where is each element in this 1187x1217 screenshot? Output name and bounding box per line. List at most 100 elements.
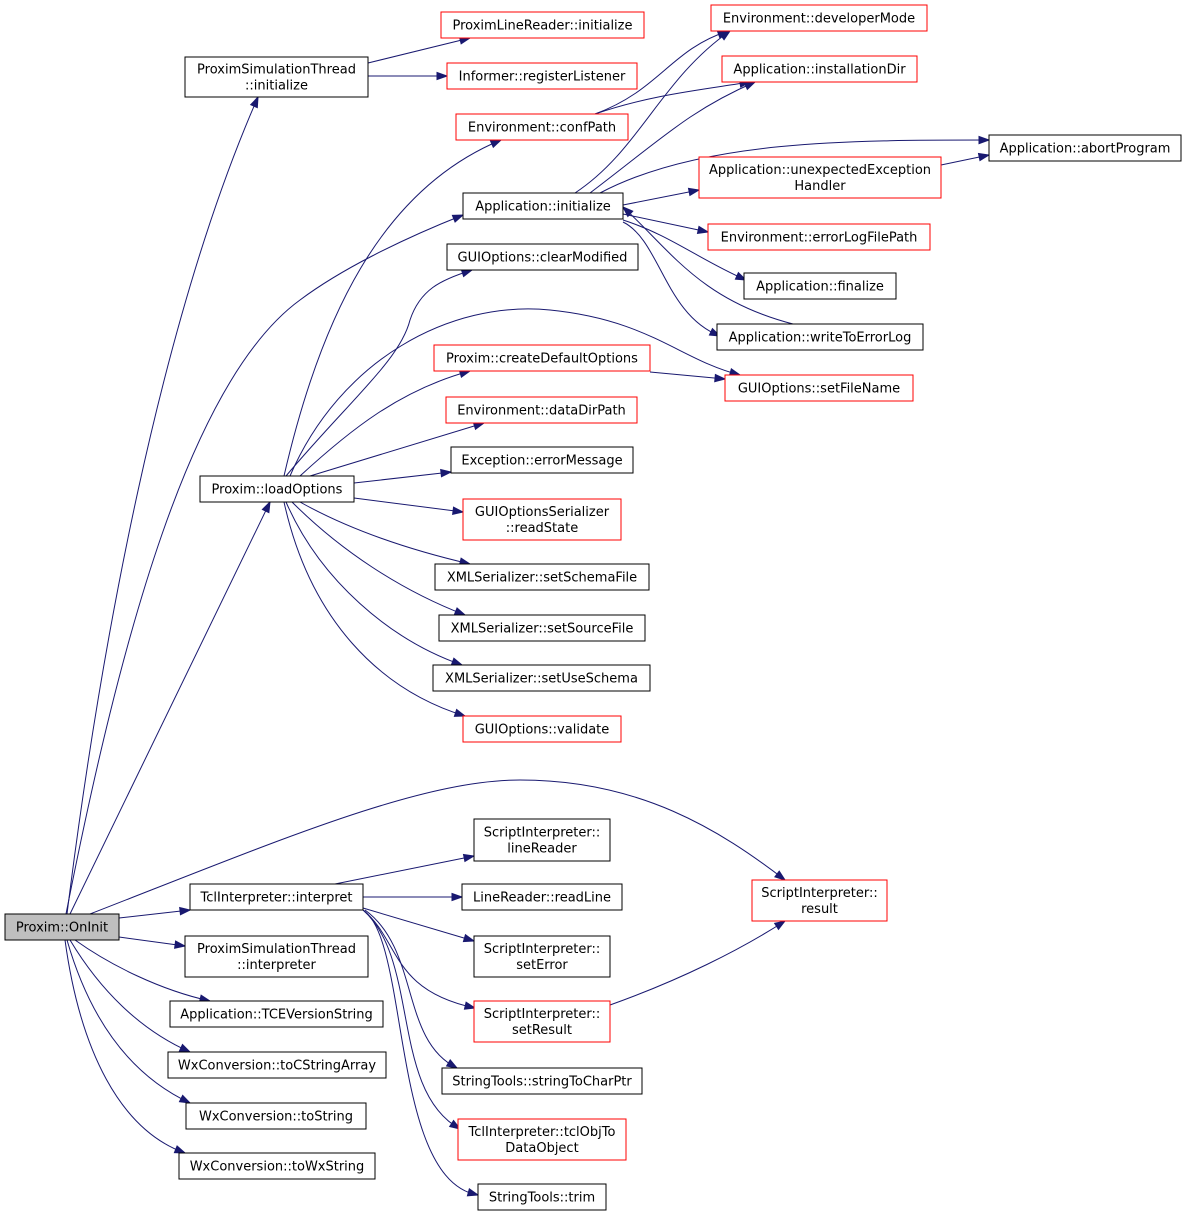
node-label: Proxim::OnInit: [16, 921, 108, 936]
node-setSchemaFile[interactable]: XMLSerializer::setSchemaFile: [434, 563, 650, 591]
node-clearModified[interactable]: GUIOptions::clearModified: [446, 243, 639, 271]
node-setSourceFile[interactable]: XMLSerializer::setSourceFile: [438, 614, 646, 642]
node-proximThreadInit[interactable]: ProximSimulationThread::initialize: [184, 56, 369, 98]
node-setResult[interactable]: ScriptInterpreter::setResult: [473, 1000, 611, 1043]
node-stringToCharPtr[interactable]: StringTools::stringToCharPtr: [441, 1067, 643, 1095]
edge-line: [69, 501, 271, 915]
edge-tclInterpret-to-tclObjToDataObject: [362, 909, 462, 1130]
node-errorMessage[interactable]: Exception::errorMessage: [450, 446, 634, 474]
node-label: Proxim::loadOptions: [212, 483, 343, 498]
node-box: [446, 62, 638, 90]
node-readState[interactable]: GUIOptionsSerializer::readState: [462, 498, 622, 541]
edge-line: [283, 139, 502, 477]
edge-createDefaultOptions-to-setFileName: [649, 371, 727, 383]
edge-line: [118, 936, 186, 947]
edge-line: [285, 269, 473, 477]
node-loadOptions[interactable]: Proxim::loadOptions: [199, 475, 355, 503]
edge-onInit-to-loadOptions: [69, 500, 271, 915]
edge-line: [353, 471, 452, 484]
node-box: [462, 192, 624, 220]
arrowhead-icon: [462, 853, 476, 863]
node-abortProgram[interactable]: Application::abortProgram: [988, 134, 1182, 162]
node-toWxString[interactable]: WxConversion::toWxString: [178, 1152, 376, 1180]
node-label: WxConversion::toWxString: [190, 1160, 365, 1175]
node-label: DataObject: [505, 1141, 578, 1156]
node-lineReader[interactable]: ScriptInterpreter::lineReader: [473, 818, 611, 862]
node-lineReaderInit[interactable]: ProximLineReader::initialize: [440, 11, 645, 39]
node-createDefaultOptions[interactable]: Proxim::createDefaultOptions: [433, 344, 651, 372]
node-label: Environment::confPath: [468, 121, 616, 136]
edge-loadOptions-to-setSourceFile: [291, 501, 467, 616]
edge-onInit-to-toWxString: [64, 939, 187, 1154]
edge-loadOptions-to-createDefaultOptions: [299, 369, 472, 477]
node-writeToErrorLog[interactable]: Application::writeToErrorLog: [716, 323, 924, 351]
node-threadInterpreter[interactable]: ProximSimulationThread::interpreter: [184, 935, 369, 978]
node-setError[interactable]: ScriptInterpreter::setError: [473, 935, 611, 978]
node-box: [462, 498, 622, 541]
arrowhead-icon: [173, 1145, 187, 1154]
edge-onInit-to-result: [89, 779, 787, 915]
node-label: XMLSerializer::setUseSchema: [445, 672, 638, 687]
edge-line: [66, 96, 259, 915]
node-onInit: Proxim::OnInit: [4, 913, 120, 941]
node-box: [473, 1000, 611, 1043]
node-label: ScriptInterpreter::: [761, 886, 878, 901]
node-registerListener[interactable]: Informer::registerListener: [446, 62, 638, 90]
node-installationDir[interactable]: Application::installationDir: [721, 55, 918, 83]
arrowhead-icon: [453, 708, 467, 717]
node-confPath[interactable]: Environment::confPath: [455, 113, 629, 141]
node-box: [446, 243, 639, 271]
node-toCStringArray[interactable]: WxConversion::toCStringArray: [167, 1051, 387, 1079]
edge-line: [69, 939, 191, 1053]
node-label: setResult: [512, 1023, 572, 1038]
edge-line: [334, 855, 475, 885]
node-tclInterpret[interactable]: TclInterpreter::interpret: [189, 883, 364, 911]
edge-line: [622, 213, 709, 233]
node-dataDirPath[interactable]: Environment::dataDirPath: [445, 396, 638, 424]
node-finalize[interactable]: Application::finalize: [743, 272, 897, 300]
node-toString[interactable]: WxConversion::toString: [185, 1102, 367, 1130]
node-developerMode[interactable]: Environment::developerMode: [710, 4, 928, 32]
node-label: setError: [516, 958, 568, 973]
arrowhead-icon: [440, 468, 453, 478]
edge-line: [362, 909, 479, 1196]
node-box: [716, 323, 924, 351]
arrowhead-icon: [460, 269, 474, 278]
node-label: ProximSimulationThread: [197, 63, 356, 78]
arrowhead-icon: [696, 225, 710, 235]
node-box: [445, 396, 638, 424]
node-tceVersionString[interactable]: Application::TCEVersionString: [169, 1000, 384, 1028]
arrowhead-icon: [621, 205, 634, 218]
node-validate[interactable]: GUIOptions::validate: [462, 715, 622, 743]
node-label: ::readState: [506, 521, 578, 536]
node-label: XMLSerializer::setSourceFile: [451, 622, 634, 637]
node-label: GUIOptions::validate: [475, 723, 610, 738]
node-setFileName[interactable]: GUIOptions::setFileName: [724, 374, 914, 402]
node-box: [167, 1051, 387, 1079]
node-label: StringTools::trim: [489, 1191, 595, 1206]
node-result[interactable]: ScriptInterpreter::result: [751, 879, 888, 922]
node-label: GUIOptions::clearModified: [458, 251, 628, 266]
node-box: [461, 883, 623, 911]
arrowhead-icon: [734, 271, 748, 281]
arrowhead-icon: [466, 1188, 480, 1197]
node-box: [477, 1183, 607, 1211]
node-box: [698, 156, 942, 199]
node-trim[interactable]: StringTools::trim: [477, 1183, 607, 1211]
edge-writeToErrorLog-to-appInitialize: [621, 205, 794, 325]
node-label: ScriptInterpreter::: [484, 1007, 601, 1022]
edge-appInitialize-to-unexpectedHandler: [622, 187, 701, 206]
node-box: [178, 1152, 376, 1180]
node-readLine[interactable]: LineReader::readLine: [461, 883, 623, 911]
node-box: [450, 446, 634, 474]
edge-onInit-to-proximThreadInit: [66, 95, 259, 915]
node-setUseSchema[interactable]: XMLSerializer::setUseSchema: [432, 664, 651, 692]
edge-proximThreadInit-to-registerListener: [368, 71, 449, 81]
node-errorLogFilePath[interactable]: Environment::errorLogFilePath: [707, 223, 931, 251]
node-label: Application::TCEVersionString: [180, 1008, 372, 1023]
node-label: XMLSerializer::setSchemaFile: [447, 571, 637, 586]
node-label: Environment::errorLogFilePath: [721, 231, 918, 246]
node-appInitialize[interactable]: Application::initialize: [462, 192, 624, 220]
